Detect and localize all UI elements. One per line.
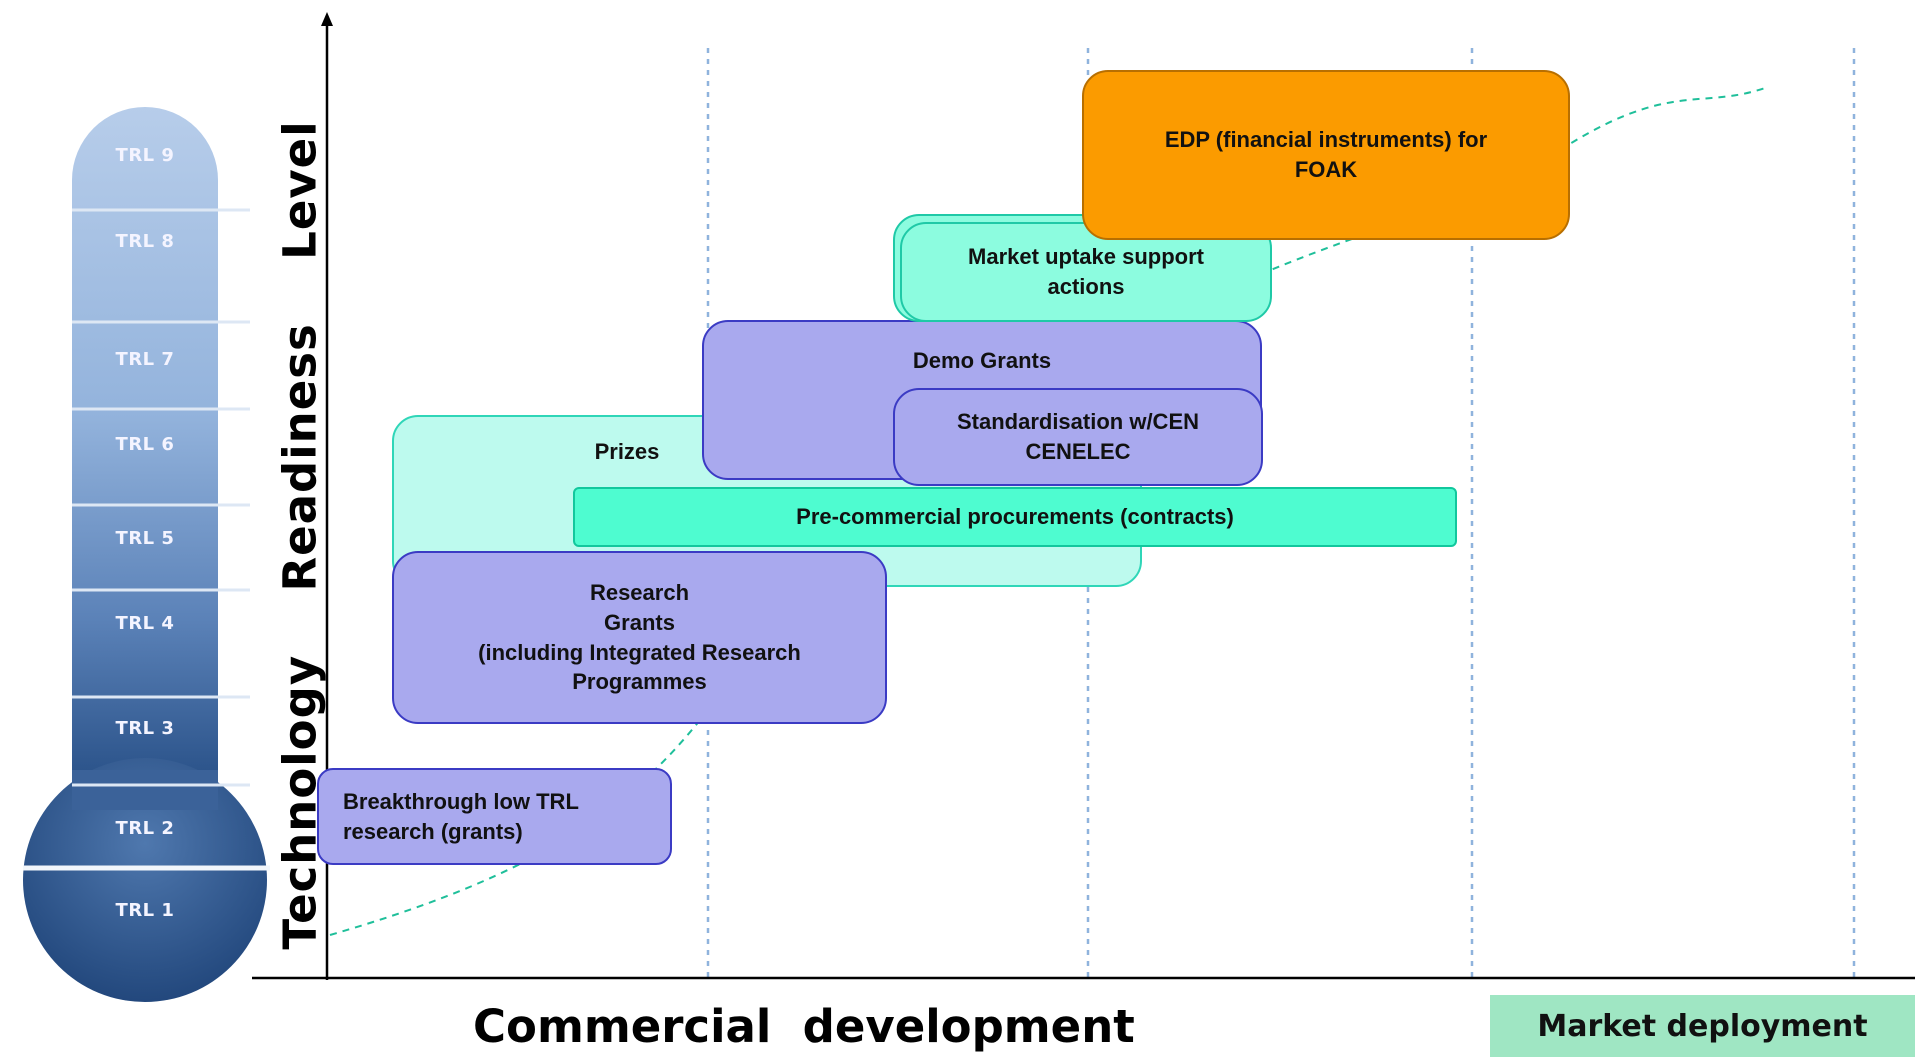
edp-line-2: FOAK: [1294, 157, 1358, 182]
standardisation-line-2: CENELEC: [1025, 439, 1131, 464]
trl-3-label: TRL 3: [115, 718, 175, 739]
prizes-label: Prizes: [594, 439, 660, 464]
trl-1-label: TRL 1: [115, 900, 175, 921]
demo-grants-label: Demo Grants: [912, 348, 1052, 373]
trl-7-label: TRL 7: [115, 349, 175, 370]
market-deployment-label: Market deployment: [1490, 995, 1915, 1057]
trl-2-label: TRL 2: [115, 818, 175, 839]
x-axis-label: Commercial development: [473, 1000, 1135, 1053]
breakthrough-line-1: Breakthrough low TRL: [343, 788, 579, 814]
market-uptake-line-2: actions: [1047, 274, 1125, 299]
y-axis-arrow: [321, 12, 333, 26]
trl-9-label: TRL 9: [115, 145, 175, 166]
breakthrough-box: Breakthrough low TRL research (grants): [317, 768, 672, 865]
trl-8-label: TRL 8: [115, 231, 175, 252]
trl-6-label: TRL 6: [115, 434, 175, 455]
research-grants-box: Research Grants (including Integrated Re…: [392, 551, 887, 724]
market-deployment-text: Market deployment: [1537, 1008, 1868, 1044]
standardisation-line-1: Standardisation w/CEN: [956, 409, 1200, 435]
y-axis-label-word-3: Level: [273, 120, 327, 260]
trl-4-label: TRL 4: [115, 613, 175, 634]
research-line-1: Research: [589, 580, 690, 606]
breakthrough-line-2: research (grants): [343, 818, 523, 844]
research-line-2: Grants: [604, 609, 675, 635]
trl-5-label: TRL 5: [115, 528, 175, 549]
edp-line-1: EDP (financial instruments) for: [1164, 127, 1488, 153]
market-uptake-line-1: Market uptake support: [968, 244, 1204, 270]
procurement-label: Pre-commercial procurements (contracts): [796, 504, 1234, 530]
y-axis-label-word-2: Readiness: [273, 323, 327, 592]
research-line-3: (including Integrated Research: [478, 639, 801, 665]
procurement-box: Pre-commercial procurements (contracts): [573, 487, 1457, 547]
edp-box: EDP (financial instruments) for FOAK: [1082, 70, 1570, 240]
research-line-4: Programmes: [572, 669, 707, 695]
standardisation-box: Standardisation w/CEN CENELEC: [893, 388, 1263, 486]
trl-thermometer: [23, 107, 270, 1002]
